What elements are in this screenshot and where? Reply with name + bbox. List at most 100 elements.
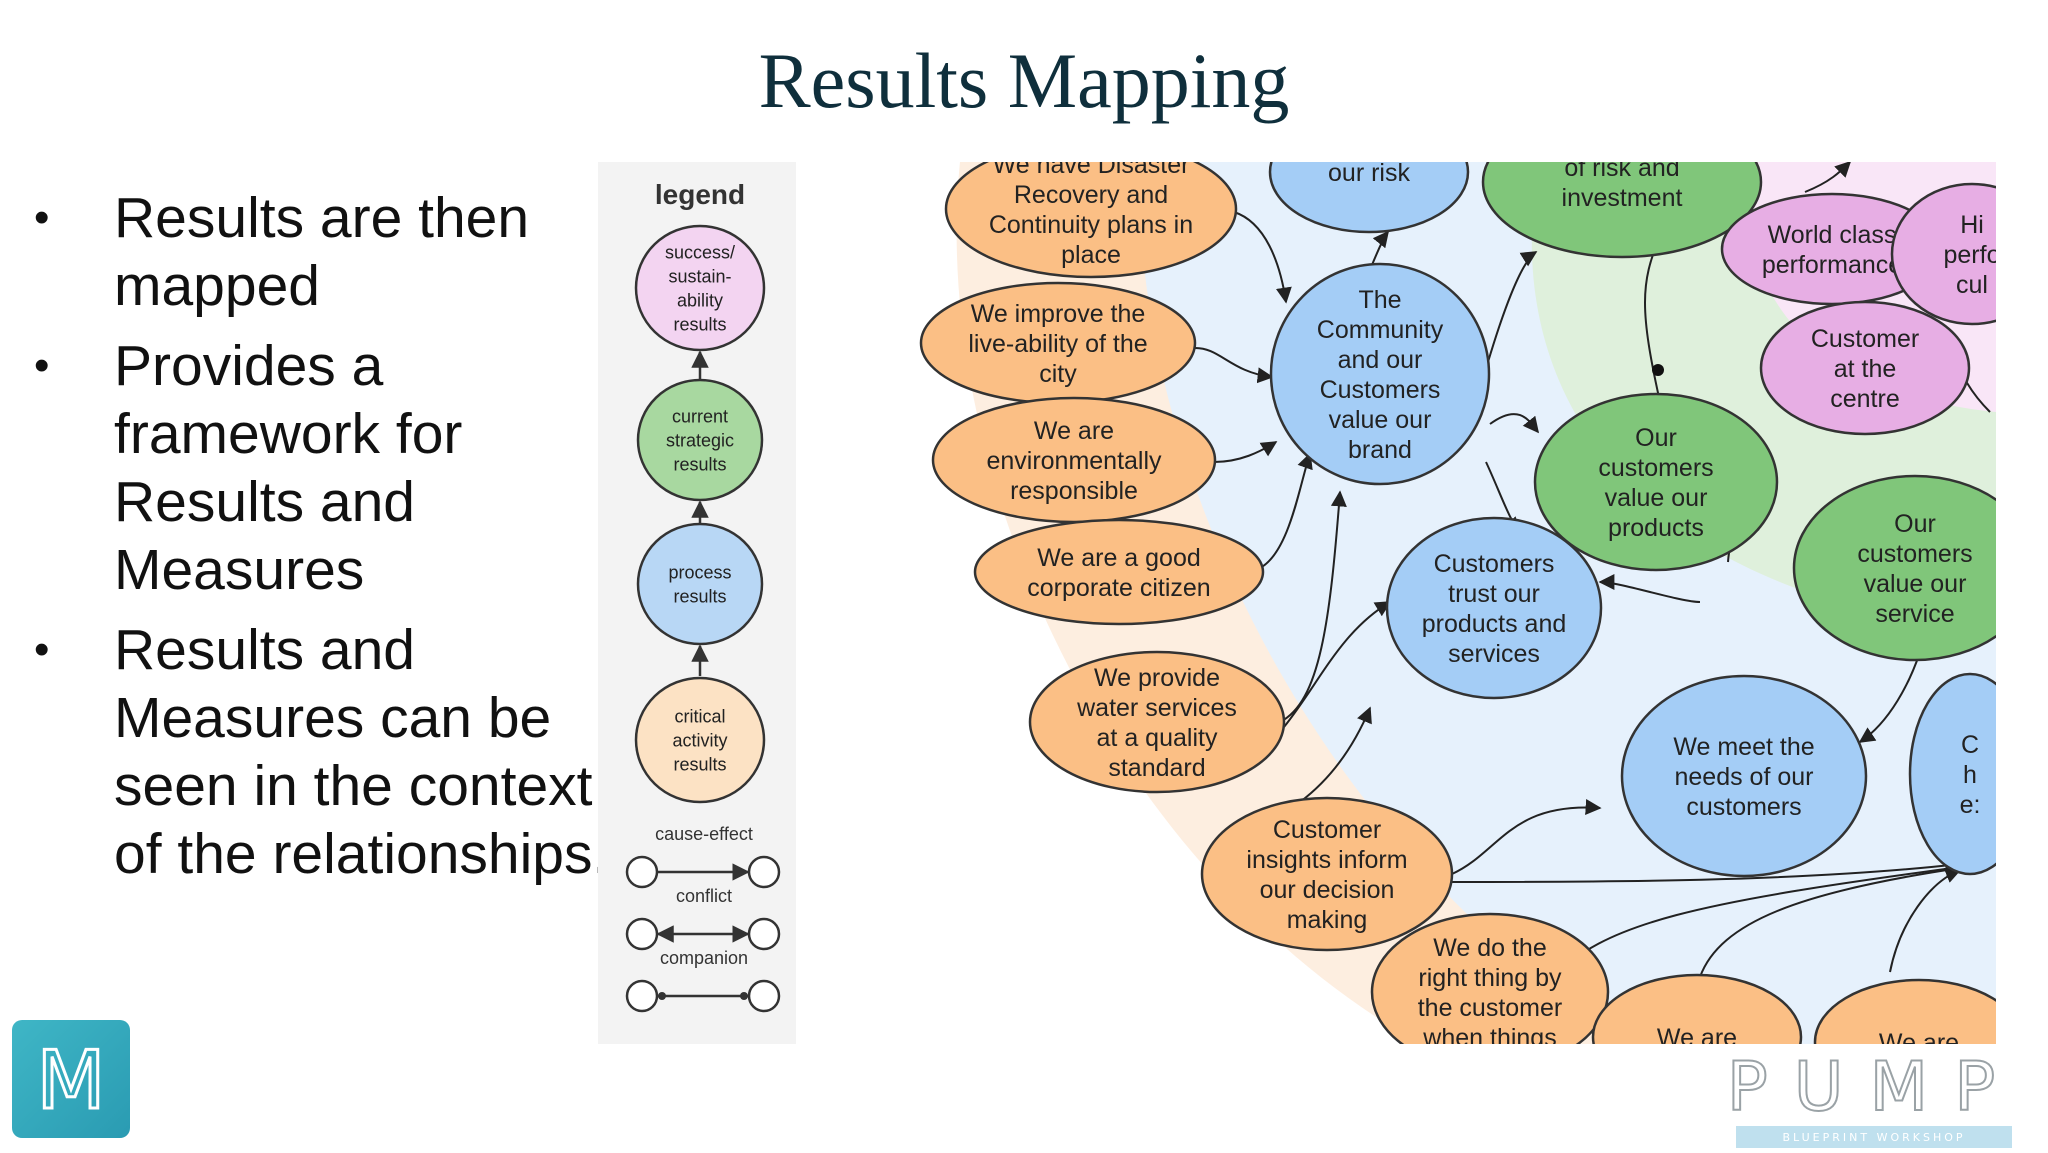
legend-relation-node bbox=[747, 917, 781, 951]
legend-relation-label: conflict bbox=[676, 886, 732, 906]
map-edge bbox=[1451, 799, 1602, 875]
map-node-shape bbox=[1813, 978, 1996, 1044]
map-node-label: Community bbox=[1317, 316, 1444, 344]
map-edge bbox=[1598, 574, 1701, 603]
map-node-label: Our bbox=[1635, 424, 1677, 452]
legend-relation-dot bbox=[740, 992, 748, 1000]
legend-level-label: results bbox=[673, 314, 726, 334]
legend-relation: companion bbox=[625, 948, 781, 1013]
legend-relation-label: companion bbox=[660, 948, 748, 968]
legend-level-label: process bbox=[668, 562, 731, 582]
legend-level-label: success/ bbox=[665, 242, 735, 262]
slide-title: Results Mapping bbox=[758, 37, 1290, 124]
map-node-shape bbox=[1200, 796, 1454, 952]
map-node-shape bbox=[973, 518, 1265, 626]
map-node-label: water services bbox=[1076, 694, 1237, 722]
map-node-label: the customer bbox=[1418, 994, 1563, 1022]
map-node-label: standard bbox=[1108, 754, 1205, 782]
bullet-item: •Results and Measures can be seen in the… bbox=[34, 616, 624, 888]
bullet-icon: • bbox=[34, 193, 50, 242]
map-node-label: when things bbox=[1422, 1024, 1556, 1044]
map-node-label: value our bbox=[1864, 570, 1967, 598]
map-edge bbox=[1889, 867, 1962, 973]
map-node-label: We are bbox=[1879, 1029, 1959, 1044]
legend-level-label: strategic bbox=[666, 430, 734, 450]
map-node-label: making bbox=[1287, 906, 1368, 934]
map-node-label: of risk and bbox=[1564, 162, 1679, 182]
pump-tagline-bar bbox=[1736, 1126, 2012, 1148]
legend-relation-dot bbox=[658, 992, 666, 1000]
map-node-label: corporate citizen bbox=[1027, 574, 1210, 602]
pump-logo: PUMP BLUEPRINT WORKSHOP bbox=[1726, 1040, 2016, 1148]
map-node-label: We meet the bbox=[1673, 733, 1814, 761]
legend-relation-node bbox=[625, 917, 659, 951]
map-node-label: We are bbox=[1657, 1024, 1737, 1044]
legend-relation: cause-effect bbox=[625, 824, 781, 889]
map-node-label: e: bbox=[1960, 791, 1981, 819]
m-logo-icon: M bbox=[35, 1033, 107, 1129]
map-node-label: customers bbox=[1598, 454, 1713, 482]
map-edge bbox=[1233, 211, 1292, 304]
m-logo: M bbox=[12, 1020, 130, 1138]
map-node-label: products and bbox=[1422, 610, 1567, 638]
map-edge bbox=[1487, 251, 1538, 363]
map-node-shape bbox=[1759, 300, 1971, 436]
legend-level-label: current bbox=[672, 406, 728, 426]
pump-wordmark: PUMP bbox=[1732, 1048, 2016, 1127]
bullet-icon: • bbox=[34, 625, 50, 674]
pump-logo-graphic: PUMP BLUEPRINT WORKSHOP bbox=[1726, 1047, 2016, 1148]
pump-tagline: BLUEPRINT WORKSHOP bbox=[1782, 1131, 1965, 1144]
bullet-icon: • bbox=[34, 341, 50, 390]
legend-level: current strategic results bbox=[636, 378, 764, 502]
map-node-label: centre bbox=[1830, 385, 1899, 413]
map-node-label: at the bbox=[1834, 355, 1897, 383]
map-edge bbox=[1259, 452, 1313, 569]
legend-graphic: legend success/sustain-abilityresultscur… bbox=[625, 179, 781, 1013]
map-node-label: trust our bbox=[1448, 580, 1540, 608]
map-edge bbox=[1283, 601, 1392, 728]
map-node-label: our decision bbox=[1260, 876, 1395, 904]
map-node-shape bbox=[1028, 650, 1286, 794]
map-node-label: Continuity plans in bbox=[989, 211, 1193, 239]
map-node-label: place bbox=[1061, 241, 1121, 269]
legend-relation-node bbox=[747, 855, 781, 889]
map-node-label: We are a good bbox=[1037, 544, 1201, 572]
legend-level-label: results bbox=[673, 454, 726, 474]
map-edge bbox=[1451, 857, 1962, 883]
map-edge bbox=[1279, 490, 1347, 723]
map-edge bbox=[1699, 862, 1962, 978]
map-node-label: services bbox=[1448, 640, 1540, 668]
legend-level-label: critical bbox=[674, 706, 725, 726]
map-node-label: and our bbox=[1338, 346, 1423, 374]
map-node-shape bbox=[1908, 672, 1996, 876]
map-node-label: needs of our bbox=[1675, 763, 1814, 791]
map-node-shape bbox=[944, 162, 1238, 279]
map-node-shape bbox=[1792, 474, 1996, 662]
map-node: We are bbox=[1591, 973, 1803, 1044]
map-edge bbox=[1804, 162, 1852, 193]
map-node-label: World class bbox=[1768, 221, 1897, 249]
map-node-label: city bbox=[1039, 360, 1077, 388]
map-node-label: right thing by bbox=[1418, 964, 1562, 992]
map-node-label: The bbox=[1358, 286, 1401, 314]
map-node-label: environmentally bbox=[986, 447, 1162, 475]
legend-level-label: sustain- bbox=[668, 266, 731, 286]
legend-level-label: activity bbox=[672, 730, 727, 750]
map-node-label: customers bbox=[1857, 540, 1972, 568]
map-node-shape bbox=[1385, 516, 1603, 700]
map-node-label: We provide bbox=[1094, 664, 1220, 692]
map-node-label: investment bbox=[1562, 184, 1683, 212]
map-node-label: products bbox=[1608, 514, 1704, 542]
